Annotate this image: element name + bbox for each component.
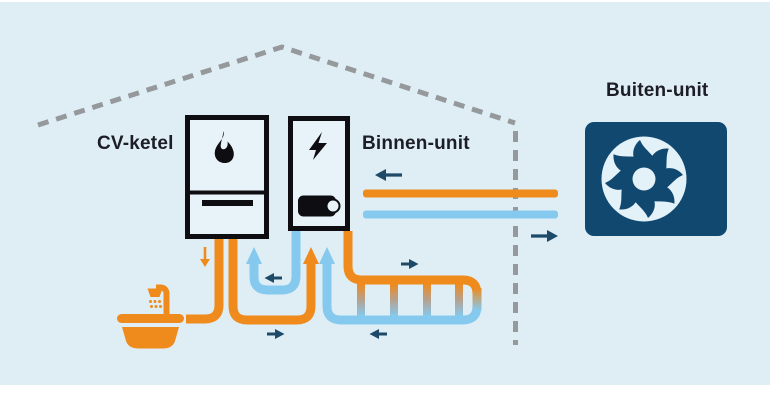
refrigerant-out-right-arrow	[531, 230, 558, 242]
cv-ketel-handle	[202, 200, 253, 206]
bath-rim	[117, 314, 184, 323]
buiten-unit-label: Buiten-unit	[606, 80, 709, 101]
heating-return-up-arrow-head	[319, 247, 335, 264]
heating-loop-gradient-joint	[472, 288, 482, 310]
boiler-feed-pipe	[228, 236, 319, 325]
refrigerant-cold-pipe	[363, 210, 558, 219]
bath-body	[122, 327, 179, 349]
cv-ketel-box	[185, 115, 269, 239]
tap-water-pipe-path	[186, 236, 224, 324]
radiator-feed-right-arrow	[401, 259, 419, 269]
heating-loop-return-pipe	[322, 263, 482, 325]
boiler-return-pipe-path	[249, 231, 301, 295]
boiler-return-pipe	[246, 231, 301, 295]
tap-water-down-arrow-head	[200, 259, 210, 267]
lightning-icon	[309, 132, 327, 160]
shower-drops	[149, 300, 162, 308]
buiten-unit	[585, 122, 727, 236]
fan-icon	[601, 136, 687, 222]
flame-icon	[214, 131, 234, 164]
binnen-unit	[288, 116, 350, 231]
radiator-return-left-arrow	[369, 329, 387, 339]
shower-arm	[156, 284, 170, 314]
power-switch-icon	[298, 195, 336, 217]
house-outline	[37, 44, 518, 345]
shower-bath-icon	[117, 284, 184, 349]
refrigerant-hot-pipe	[363, 189, 558, 198]
boiler-feed-pipe-path	[228, 236, 316, 325]
flow-arrows	[264, 169, 558, 339]
cv-ketel-unit	[185, 115, 269, 239]
power-switch-knob	[325, 198, 341, 214]
boiler-loop-left-arrow	[264, 273, 282, 283]
boiler-return-up-arrow-head	[246, 247, 262, 264]
heating-loop	[319, 231, 482, 325]
house-roof-dashed-line	[37, 44, 516, 128]
radiator-rung	[390, 284, 398, 316]
boiler-feed-up-arrow-head	[303, 247, 319, 264]
shower-head	[147, 288, 163, 297]
radiator-rung	[423, 284, 431, 316]
radiator-rung	[455, 284, 463, 316]
refrigerant-lines	[363, 189, 558, 219]
binnen-unit-label: Binnen-unit	[362, 133, 470, 154]
cv-ketel-label: CV-ketel	[97, 133, 174, 154]
refrigerant-in-left-arrow	[375, 169, 402, 181]
boiler-loop-right-arrow	[267, 329, 285, 339]
radiator-rung	[357, 284, 365, 316]
tap-water-pipe	[186, 236, 224, 324]
